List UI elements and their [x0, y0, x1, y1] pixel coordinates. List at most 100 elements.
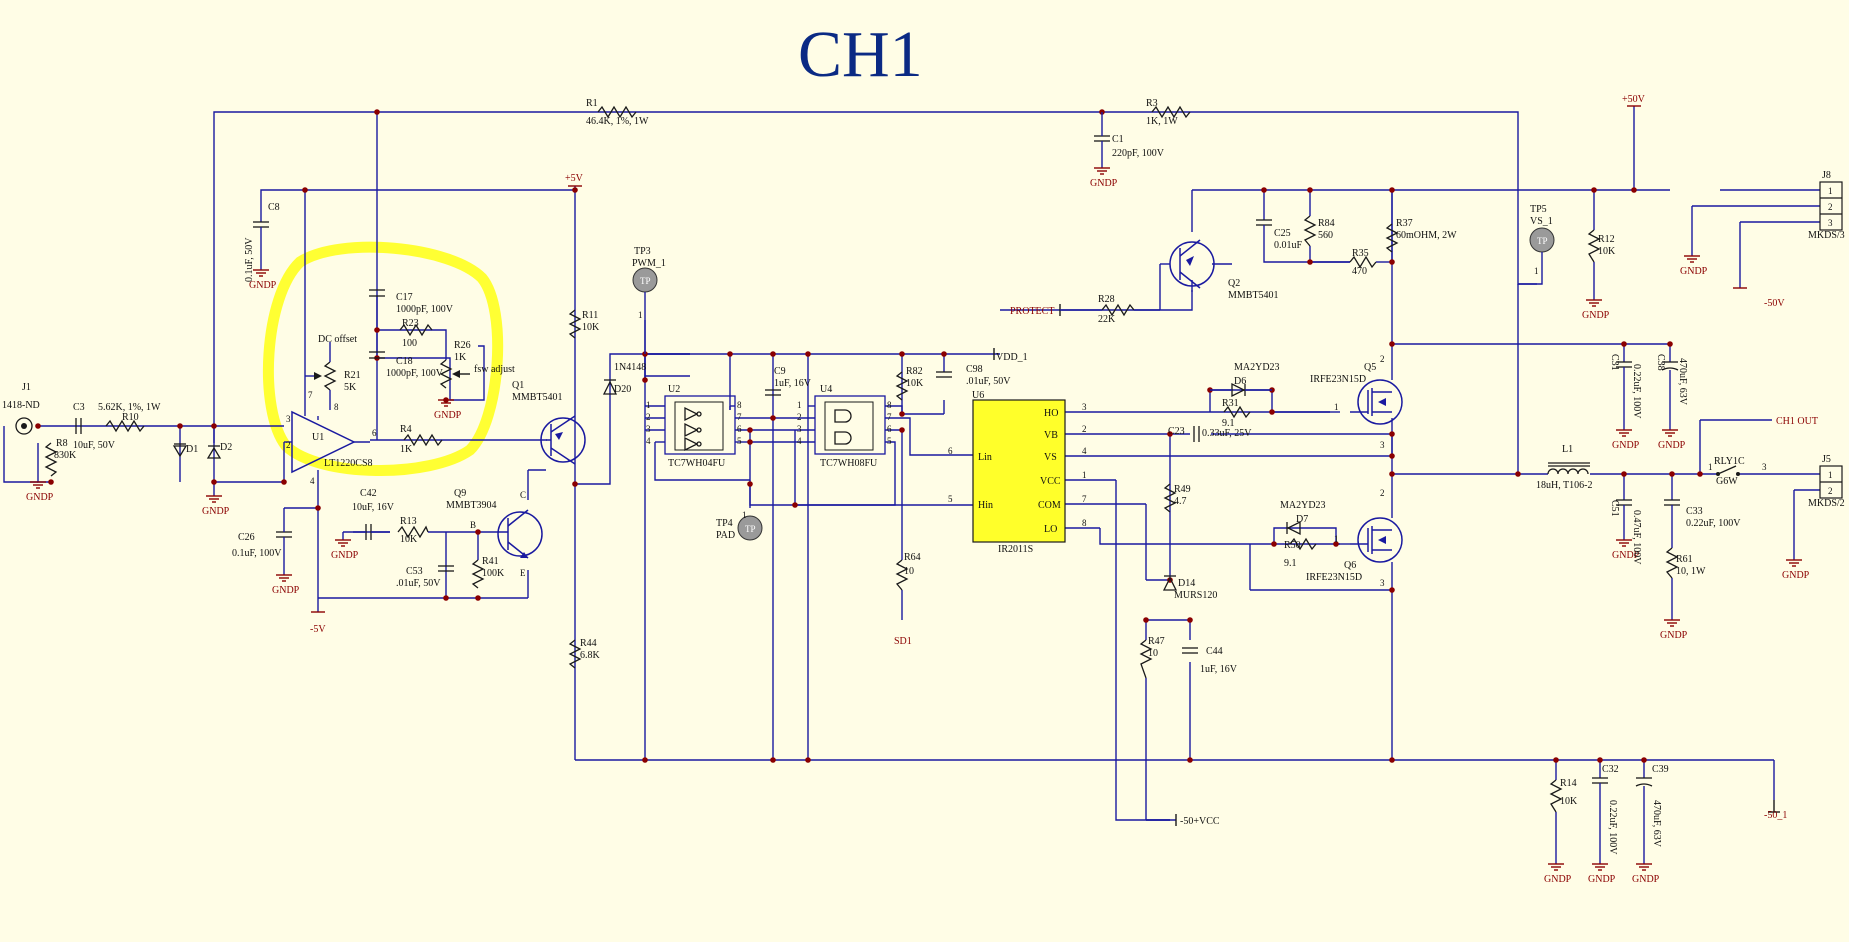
r26-note: fsw adjust: [474, 364, 515, 375]
tp5-ref: TP5: [1530, 204, 1547, 215]
r13-value: 10K: [400, 534, 418, 545]
r37-ref: R37: [1396, 218, 1413, 229]
rly1c-ref: RLY1C: [1714, 456, 1745, 467]
wire-junction: [211, 423, 217, 429]
ground-symbol: GNDP: [1658, 429, 1686, 451]
r84-value: 560: [1318, 230, 1333, 241]
wire-junction: [642, 377, 648, 383]
wire-junction: [572, 187, 578, 193]
svg-text:8: 8: [334, 402, 339, 412]
j8-value: MKDS/3: [1808, 230, 1845, 241]
wire-junction: [1515, 471, 1521, 477]
r12-value: 10K: [1598, 246, 1616, 257]
tp3-value: PWM_1: [632, 258, 666, 269]
r23-value: 100: [402, 338, 417, 349]
q1-value: MMBT5401: [512, 392, 563, 403]
ground-symbol: GNDP: [1544, 863, 1572, 885]
u6-pin-vcc: VCC: [1040, 476, 1061, 487]
tp3-ref: TP3: [634, 246, 651, 257]
ground-label: GNDP: [1782, 570, 1810, 581]
ground-label: GNDP: [434, 410, 462, 421]
r10-value: 5.62K, 1%, 1W: [98, 402, 161, 413]
svg-text:8: 8: [887, 400, 892, 410]
r11-ref: R11: [582, 310, 598, 321]
q6-value: IRFE23N15D: [1306, 572, 1362, 583]
wire-junction: [35, 423, 41, 429]
logic-wires: [644, 106, 1828, 864]
q5-ref: Q5: [1364, 362, 1376, 373]
r12-ref: R12: [1598, 234, 1615, 245]
r64-value: 10: [904, 566, 914, 577]
svg-text:6: 6: [948, 446, 953, 456]
r21-note: DC offset: [318, 334, 357, 345]
ground-label: GNDP: [272, 585, 300, 596]
wire-junction: [177, 423, 183, 429]
wire-junction: [792, 502, 798, 508]
svg-text:2: 2: [797, 412, 802, 422]
wire-junction: [48, 479, 54, 485]
svg-text:TP: TP: [1537, 236, 1548, 246]
c23-ref: C23: [1168, 426, 1185, 437]
svg-text:1: 1: [1334, 402, 1339, 412]
c32-value: 0.22uF, 100V: [1607, 800, 1618, 855]
r41-ref: R41: [482, 556, 499, 567]
r61-value: 10, 1W: [1676, 566, 1706, 577]
l1-ref: L1: [1562, 444, 1573, 455]
wire-junction: [1333, 541, 1339, 547]
svg-text:5: 5: [737, 436, 742, 446]
wire-junction: [1667, 341, 1673, 347]
wire-junction: [1697, 471, 1703, 477]
c26-value: 0.1uF, 100V: [232, 548, 282, 559]
u2-value: TC7WH04FU: [668, 458, 726, 469]
c31-ref: C31: [1609, 354, 1620, 371]
ground-symbol: GNDP: [1632, 863, 1660, 885]
wire-junction: [642, 757, 648, 763]
r3-ref: R3: [1146, 98, 1158, 109]
wire-junction: [805, 351, 811, 357]
ground-label: GNDP: [1632, 874, 1660, 885]
svg-text:2: 2: [1380, 354, 1385, 364]
d14-ref: D14: [1178, 578, 1195, 589]
r31-value: 9.1: [1222, 418, 1235, 429]
svg-text:8: 8: [1082, 518, 1087, 528]
svg-text:1: 1: [1708, 462, 1713, 472]
wire-junction: [727, 351, 733, 357]
ground-symbol: GNDP: [272, 574, 300, 596]
svg-text:3: 3: [1380, 440, 1385, 450]
svg-text:1: 1: [797, 400, 802, 410]
r14-value: 10K: [1560, 796, 1578, 807]
ground-symbol: GNDP: [202, 495, 230, 517]
wire-junction: [747, 481, 753, 487]
wire-junction: [1591, 187, 1597, 193]
schematic-title: CH1: [798, 18, 923, 91]
ground-symbol: GNDP: [1612, 429, 1640, 451]
svg-text:2: 2: [1082, 424, 1087, 434]
wire-junction: [1389, 341, 1395, 347]
wire-junction: [374, 109, 380, 115]
u4-value: TC7WH08FU: [820, 458, 878, 469]
ground-label: GNDP: [1544, 874, 1572, 885]
net-p5v: +5V: [565, 173, 584, 184]
d7-value: MA2YD23: [1280, 500, 1326, 511]
power-symbols: GNDP GNDP GNDP GNDP GNDP GNDP GNDP GNDP GNDP GNDP…: [26, 105, 1810, 885]
symbols: TP TP TP: [15, 105, 1843, 826]
wire-junction: [1389, 587, 1395, 593]
c26-ref: C26: [238, 532, 255, 543]
ground-symbol: GNDP: [1582, 299, 1610, 321]
q5-value: IRFE23N15D: [1310, 374, 1366, 385]
ground-label: GNDP: [1582, 310, 1610, 321]
u6-pin-hin: Hin: [978, 500, 993, 511]
ground-symbol: GNDP: [1660, 619, 1688, 641]
wire-junction: [1389, 431, 1395, 437]
c32-ref: C32: [1602, 764, 1619, 775]
r8-value: 830K: [54, 450, 77, 461]
u6-pin-lo: LO: [1044, 524, 1057, 535]
c98-value: .01uF, 50V: [966, 376, 1011, 387]
c9-value: 1uF, 16V: [774, 378, 812, 389]
svg-text:3: 3: [286, 414, 291, 424]
net-protect: PROTECT: [1010, 306, 1054, 317]
d1-ref: D1: [186, 444, 198, 455]
c25-value: 0.01uF: [1274, 240, 1303, 251]
r13-ref: R13: [400, 516, 417, 527]
